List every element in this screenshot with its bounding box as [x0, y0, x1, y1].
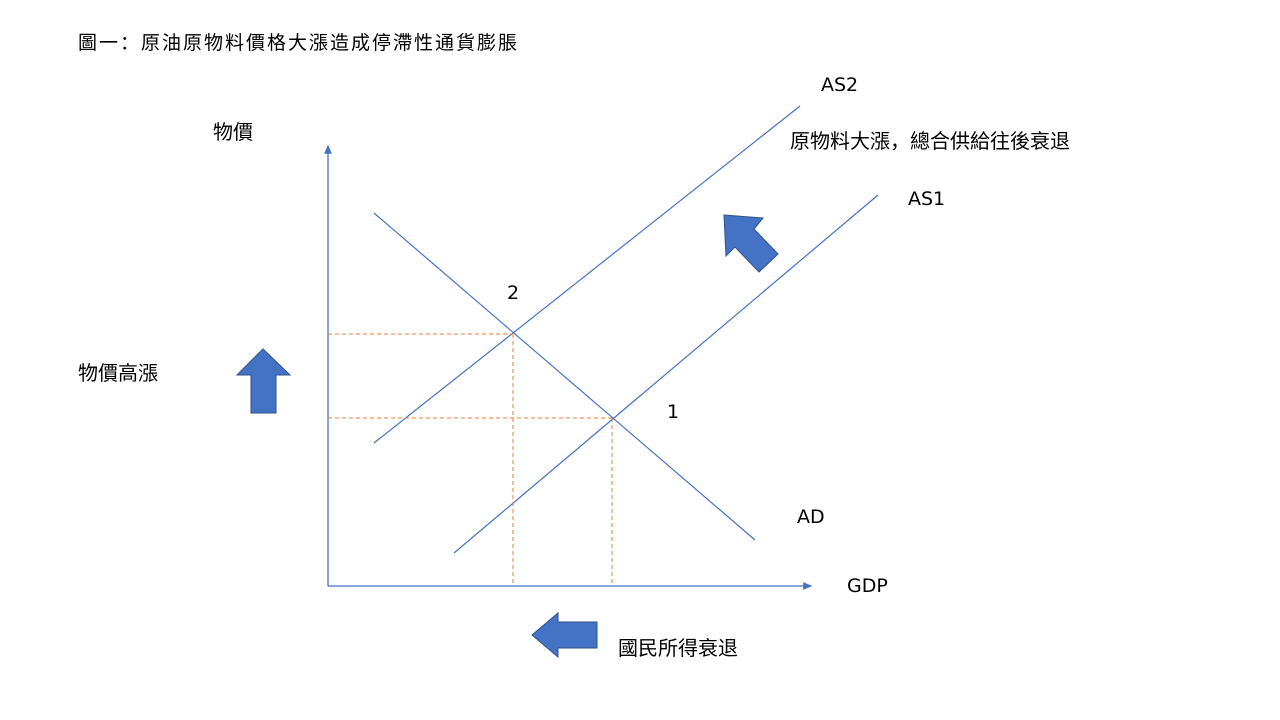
as1-curve: [453, 194, 879, 554]
y-axis-label: 物價: [213, 120, 253, 144]
as1-label: AS1: [908, 188, 946, 210]
up-left-arrow-icon: [723, 214, 779, 273]
up-arrow-icon: [235, 348, 292, 414]
supply-shift-note: 原物料大漲，總合供給往後衰退: [790, 129, 1070, 153]
as2-curve: [373, 105, 801, 444]
point-1-label: 1: [667, 401, 680, 423]
left-arrow-icon: [531, 611, 598, 659]
point-2-label: 2: [507, 282, 520, 304]
x-axis-label: GDP: [847, 575, 888, 597]
as2-label: AS2: [821, 74, 859, 96]
ad-label: AD: [797, 506, 825, 528]
income-decline-label: 國民所得衰退: [618, 636, 738, 660]
ad-curve: [373, 212, 756, 541]
price-rise-label: 物價高漲: [78, 361, 158, 385]
figure-title: 圖一：原油原物料價格大漲造成停滯性通貨膨脹: [78, 32, 520, 54]
